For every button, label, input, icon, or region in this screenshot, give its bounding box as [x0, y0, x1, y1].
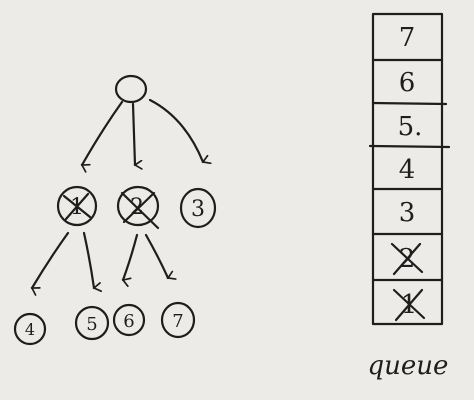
- tree-edge-1-5: [82, 231, 103, 293]
- tree-edge-1-4: [30, 231, 70, 296]
- queue-divider: [368, 144, 451, 149]
- tree-node-7: [160, 301, 196, 339]
- queue-cell-label: 7: [399, 23, 416, 53]
- tree-edge-root-3: [148, 98, 212, 165]
- tree-node-1: [56, 185, 98, 227]
- tree-node-1-cross: [64, 192, 90, 221]
- queue-cell-1-cross: [394, 288, 424, 322]
- tree-root-node: [114, 74, 148, 104]
- queue-divider: [371, 101, 448, 106]
- tree-node-6: [112, 303, 146, 337]
- tree-node-4-label: 4: [25, 320, 35, 339]
- tree-node-4: [13, 312, 47, 346]
- queue-cell-2-cross: [392, 242, 422, 276]
- queue-cell-label: 1: [401, 290, 418, 320]
- tree-node-5-label: 5: [86, 314, 97, 335]
- queue-cell-label: 3: [399, 198, 416, 228]
- tree-node-7-label: 7: [172, 311, 183, 332]
- queue-cell-label: 4: [399, 155, 416, 185]
- tree-node-2-label: 2: [130, 195, 144, 220]
- queue-cell-label: 5.: [398, 112, 423, 142]
- tree-node-2-cross: [120, 191, 160, 230]
- tree-node-3-label: 3: [191, 197, 205, 222]
- tree-edge-root-2: [131, 102, 143, 170]
- tree-node-1-label: 1: [70, 195, 84, 220]
- queue-cell-label: 2: [399, 244, 416, 274]
- tree-edge-2-7: [144, 233, 177, 280]
- tree-node-5: [74, 305, 110, 341]
- tree-edge-2-6: [121, 233, 139, 288]
- tree-edge-root-1: [80, 100, 124, 173]
- queue-caption: queue: [368, 351, 449, 381]
- tree-node-2: [116, 185, 160, 227]
- queue-box: [371, 12, 444, 326]
- tree-node-3: [179, 187, 217, 229]
- tree-node-6-label: 6: [123, 311, 134, 332]
- tree-node-2-cross: [122, 191, 156, 224]
- queue-cell-label: 6: [399, 68, 416, 98]
